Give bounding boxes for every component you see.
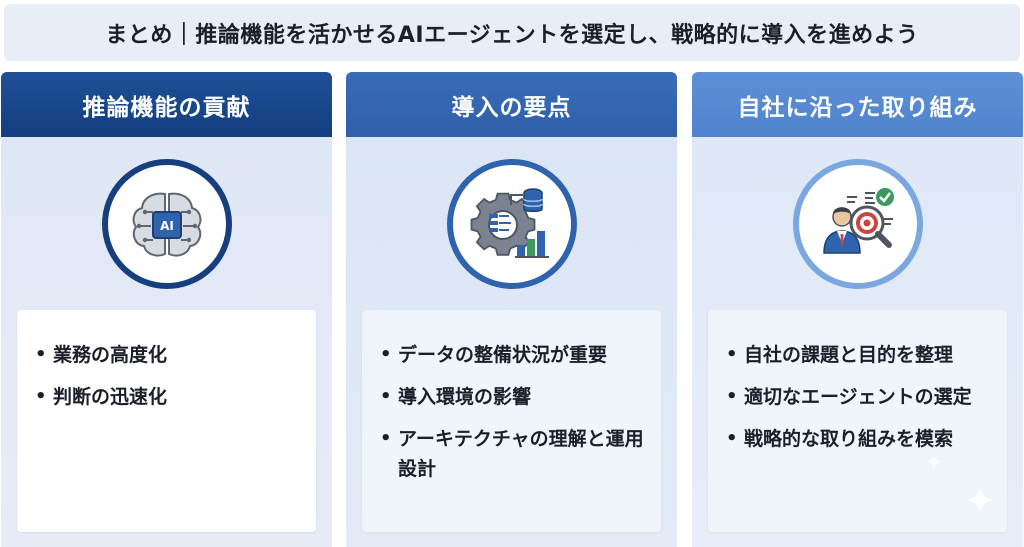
- column-own-approach: 自社に沿った取り組み 自社の課題と目的を整理 適切なエージェントの選定 戦略的な…: [692, 72, 1023, 547]
- column-heading: 推論機能の貢献: [1, 72, 332, 137]
- list-item: 導入環境の影響: [380, 382, 661, 412]
- list-item: 判断の迅速化: [35, 382, 316, 412]
- icon-circle: [446, 159, 577, 289]
- icon-circle: AI: [101, 159, 232, 289]
- column-heading: 導入の要点: [346, 72, 677, 137]
- gear-data-icon: [470, 188, 549, 258]
- card-own-approach: 自社の課題と目的を整理 適切なエージェントの選定 戦略的な取り組みを模索: [708, 310, 1007, 532]
- sparkle-icon: [925, 453, 943, 471]
- page-title: まとめ｜推論機能を活かせるAIエージェントを選定し、戦略的に導入を進めよう: [105, 22, 919, 48]
- card-key-points: データの整備状況が重要 導入環境の影響 アーキテクチャの理解と運用設計: [362, 310, 661, 532]
- column-key-points: 導入の要点 データの整備状況が重要 導入環境の影響 アーキテクチャの理解と運用設…: [346, 72, 677, 547]
- svg-text:AI: AI: [160, 219, 174, 233]
- sparkle-icon: [964, 484, 996, 516]
- icon-circle: [792, 159, 923, 289]
- list-item: 自社の課題と目的を整理: [726, 340, 1007, 370]
- list-item: 戦略的な取り組みを模索: [726, 424, 1007, 454]
- column-heading: 自社に沿った取り組み: [692, 72, 1023, 137]
- strategy-target-icon: [822, 188, 894, 254]
- list-item: データの整備状況が重要: [380, 340, 661, 370]
- list-item: 適切なエージェントの選定: [726, 382, 1007, 412]
- card-contribution: 業務の高度化 判断の迅速化: [17, 310, 316, 532]
- list-item: アーキテクチャの理解と運用設計: [380, 424, 661, 484]
- list-item: 業務の高度化: [35, 340, 316, 370]
- title-bar: まとめ｜推論機能を活かせるAIエージェントを選定し、戦略的に導入を進めよう: [4, 4, 1020, 61]
- column-contribution: 推論機能の貢献 AI 業務の高度化 判断の迅速化: [1, 72, 332, 547]
- ai-brain-icon: AI: [132, 192, 201, 257]
